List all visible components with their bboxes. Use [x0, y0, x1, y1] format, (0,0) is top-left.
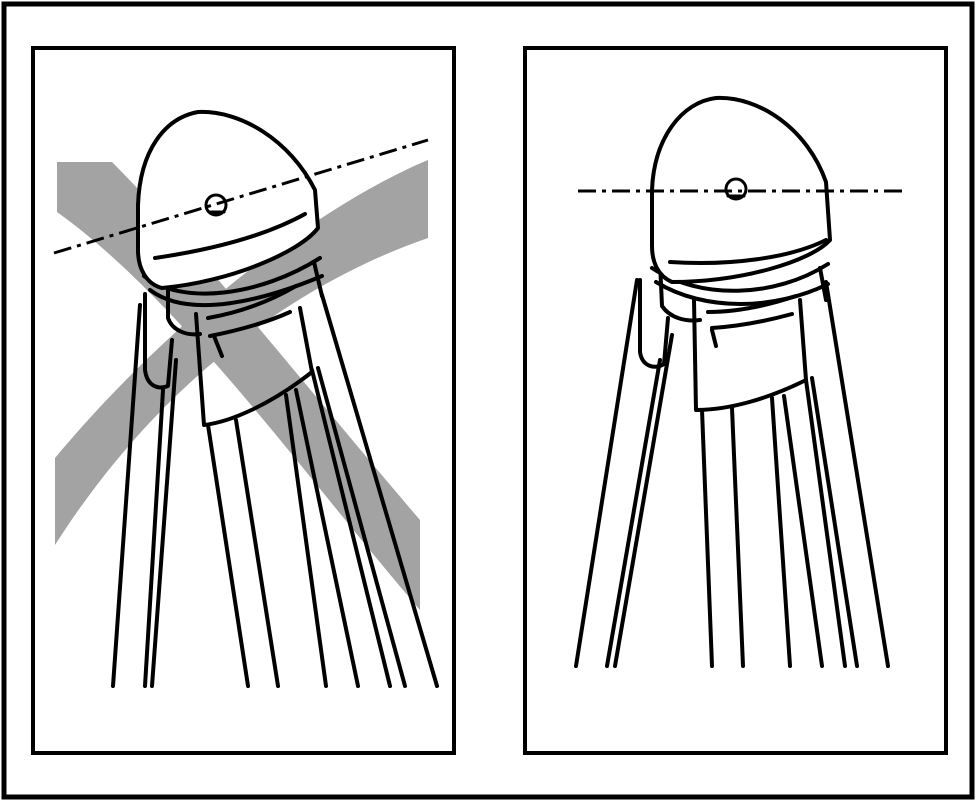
- panel-incorrect: [33, 48, 454, 753]
- panel-correct: [525, 48, 946, 753]
